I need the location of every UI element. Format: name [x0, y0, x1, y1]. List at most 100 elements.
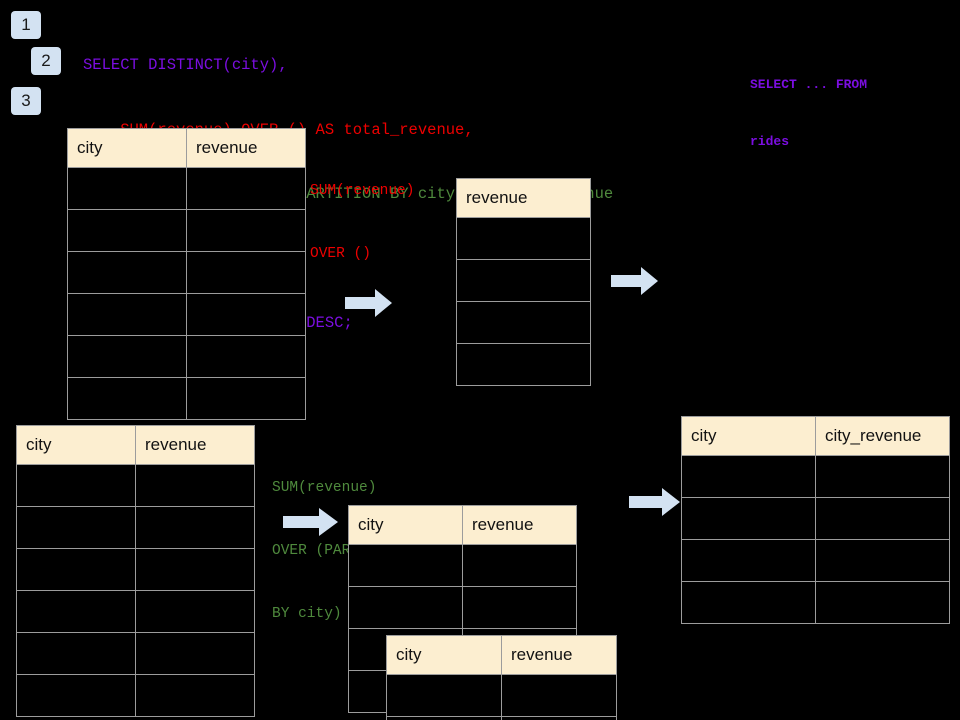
- annotation-sum-over-empty-line2: OVER (): [310, 246, 371, 262]
- annotation-select-from: SELECT ... FROM rides: [750, 37, 867, 189]
- table-row: [681, 455, 950, 498]
- step-badge-1: 1: [11, 11, 41, 39]
- cell-revenue: [135, 506, 255, 549]
- table-row: [16, 632, 255, 675]
- table-row: [456, 217, 591, 260]
- cell-city: [681, 455, 816, 498]
- cell-city-revenue: [815, 581, 950, 624]
- cell-revenue: [462, 586, 577, 629]
- cell-revenue: [186, 377, 306, 420]
- cell-revenue: [135, 674, 255, 717]
- cell-city: [681, 497, 816, 540]
- arrow-top-left-icon: [345, 288, 393, 318]
- cell-revenue: [186, 293, 306, 336]
- table-header-row: city revenue: [386, 635, 617, 675]
- table-row: [16, 548, 255, 591]
- table-row: [348, 586, 577, 629]
- cell-revenue: [135, 632, 255, 675]
- table-row: [386, 716, 617, 720]
- table-row: [456, 301, 591, 344]
- table-rides-bottom: city revenue: [16, 425, 255, 717]
- table-header-row: city revenue: [67, 128, 306, 168]
- step-badge-3: 3: [11, 87, 41, 115]
- cell-revenue: [186, 209, 306, 252]
- cell-revenue: [186, 335, 306, 378]
- cell-city: [16, 632, 136, 675]
- table-partition-front: city revenue: [386, 635, 617, 720]
- table-row: [386, 674, 617, 717]
- table-header-row: revenue: [456, 178, 591, 218]
- cell-city: [681, 539, 816, 582]
- cell-city: [16, 548, 136, 591]
- cell-revenue: [456, 259, 591, 302]
- cell-revenue: [462, 544, 577, 587]
- annotation-sum-over-empty-line1: SUM(revenue): [310, 183, 415, 199]
- column-header-revenue: revenue: [456, 178, 591, 218]
- arrow-bottom-left-icon: [283, 507, 339, 537]
- cell-revenue: [186, 167, 306, 210]
- cell-city: [386, 716, 502, 720]
- column-header-city: city: [386, 635, 502, 675]
- column-header-revenue: revenue: [135, 425, 255, 465]
- column-header-city: city: [67, 128, 187, 168]
- cell-city: [16, 674, 136, 717]
- table-row: [681, 497, 950, 540]
- table-row: [681, 581, 950, 624]
- annotation-sum-over-empty: SUM(revenue) OVER (): [310, 139, 414, 307]
- cell-revenue: [135, 590, 255, 633]
- cell-city: [67, 167, 187, 210]
- cell-city: [67, 251, 187, 294]
- cell-city: [67, 209, 187, 252]
- cell-revenue: [456, 343, 591, 386]
- table-header-row: city revenue: [348, 505, 577, 545]
- column-header-revenue: revenue: [462, 505, 577, 545]
- annotation-sum-over-partition-line3: BY city): [272, 606, 342, 622]
- cell-revenue: [135, 548, 255, 591]
- cell-city-revenue: [815, 455, 950, 498]
- table-row: [456, 259, 591, 302]
- cell-revenue: [501, 716, 617, 720]
- table-row: [67, 251, 306, 294]
- column-header-revenue: revenue: [186, 128, 306, 168]
- cell-revenue: [456, 301, 591, 344]
- table-header-row: city revenue: [16, 425, 255, 465]
- cell-revenue: [456, 217, 591, 260]
- column-header-city: city: [16, 425, 136, 465]
- table-row: [348, 544, 577, 587]
- cell-city-revenue: [815, 497, 950, 540]
- arrow-top-right-icon: [611, 266, 659, 296]
- table-row: [16, 674, 255, 717]
- column-header-city-revenue: city_revenue: [815, 416, 950, 456]
- table-row: [67, 209, 306, 252]
- annotation-select-from-line2: rides: [750, 134, 790, 149]
- table-revenue-only: revenue: [456, 178, 591, 386]
- table-row: [16, 464, 255, 507]
- cell-revenue: [501, 674, 617, 717]
- cell-city: [348, 544, 463, 587]
- table-row: [67, 335, 306, 378]
- cell-city: [16, 464, 136, 507]
- cell-revenue: [186, 251, 306, 294]
- step-badge-2: 2: [31, 47, 61, 75]
- table-rides-top: city revenue: [67, 128, 306, 420]
- arrow-bottom-right-icon: [629, 487, 681, 517]
- cell-city: [67, 293, 187, 336]
- cell-city: [681, 581, 816, 624]
- table-row: [456, 343, 591, 386]
- cell-city: [16, 590, 136, 633]
- table-row: [16, 590, 255, 633]
- cell-city: [16, 506, 136, 549]
- column-header-city: city: [681, 416, 816, 456]
- annotation-select-from-line1: SELECT ... FROM: [750, 77, 868, 92]
- table-row: [681, 539, 950, 582]
- table-row: [16, 506, 255, 549]
- table-row: [67, 377, 306, 420]
- cell-revenue: [135, 464, 255, 507]
- annotation-sum-over-partition-line1: SUM(revenue): [272, 480, 377, 496]
- table-row: [67, 167, 306, 210]
- column-header-revenue: revenue: [501, 635, 617, 675]
- sql-line-select: SELECT DISTINCT(city),: [83, 56, 288, 74]
- cell-city: [67, 377, 187, 420]
- cell-city: [67, 335, 187, 378]
- column-header-city: city: [348, 505, 463, 545]
